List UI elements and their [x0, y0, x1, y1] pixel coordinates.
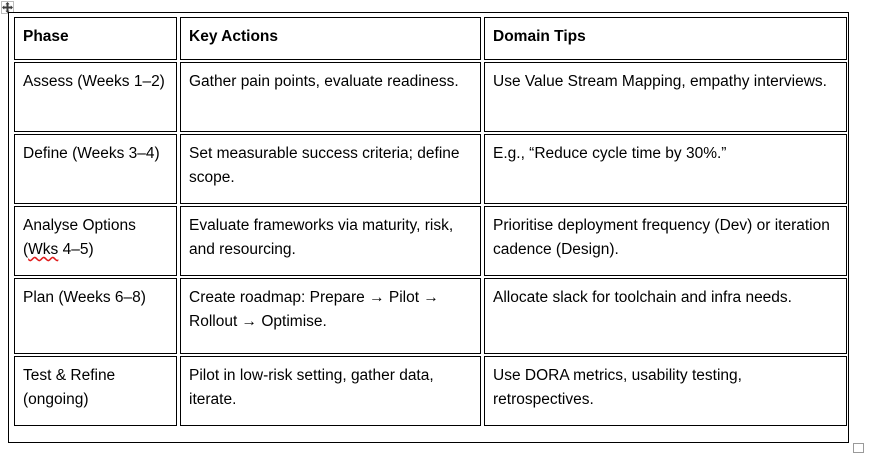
table-container: Phase Key Actions Domain Tips Assess (We…	[8, 12, 849, 443]
cell-domain-tips[interactable]: Prioritise deployment frequency (Dev) or…	[484, 206, 847, 276]
spellcheck-misspelled-word[interactable]: Wks	[28, 241, 59, 259]
table-row: Analyse Options (Wks 4–5) Evaluate frame…	[14, 206, 847, 276]
cell-domain-tips[interactable]: Allocate slack for toolchain and infra n…	[484, 278, 847, 354]
table-move-cross-icon[interactable]	[1, 1, 14, 14]
column-header-phase: Phase	[14, 17, 177, 60]
cell-domain-tips[interactable]: Use Value Stream Mapping, empathy interv…	[484, 62, 847, 132]
table-row: Test & Refine (ongoing) Pilot in low-ris…	[14, 356, 847, 426]
cell-domain-tips[interactable]: Use DORA metrics, usability testing, ret…	[484, 356, 847, 426]
table-header-row: Phase Key Actions Domain Tips	[14, 17, 847, 60]
cell-phase[interactable]: Test & Refine (ongoing)	[14, 356, 177, 426]
cell-phase[interactable]: Plan (Weeks 6–8)	[14, 278, 177, 354]
cell-key-actions[interactable]: Set measurable success criteria; define …	[180, 134, 481, 204]
table-resize-handle-icon[interactable]	[853, 443, 864, 453]
cell-phase[interactable]: Assess (Weeks 1–2)	[14, 62, 177, 132]
cell-phase[interactable]: Analyse Options (Wks 4–5)	[14, 206, 177, 276]
table-row: Define (Weeks 3–4) Set measurable succes…	[14, 134, 847, 204]
cell-key-actions[interactable]: Pilot in low-risk setting, gather data, …	[180, 356, 481, 426]
phase-plan-table[interactable]: Phase Key Actions Domain Tips Assess (We…	[11, 15, 850, 428]
table-row: Plan (Weeks 6–8) Create roadmap: Prepare…	[14, 278, 847, 354]
cell-domain-tips[interactable]: E.g., “Reduce cycle time by 30%.”	[484, 134, 847, 204]
column-header-key-actions: Key Actions	[180, 17, 481, 60]
cell-key-actions[interactable]: Create roadmap: Prepare → Pilot → Rollou…	[180, 278, 481, 354]
table-row: Assess (Weeks 1–2) Gather pain points, e…	[14, 62, 847, 132]
cell-key-actions[interactable]: Gather pain points, evaluate readiness.	[180, 62, 481, 132]
column-header-domain-tips: Domain Tips	[484, 17, 847, 60]
cell-key-actions[interactable]: Evaluate frameworks via maturity, risk, …	[180, 206, 481, 276]
cell-phase[interactable]: Define (Weeks 3–4)	[14, 134, 177, 204]
